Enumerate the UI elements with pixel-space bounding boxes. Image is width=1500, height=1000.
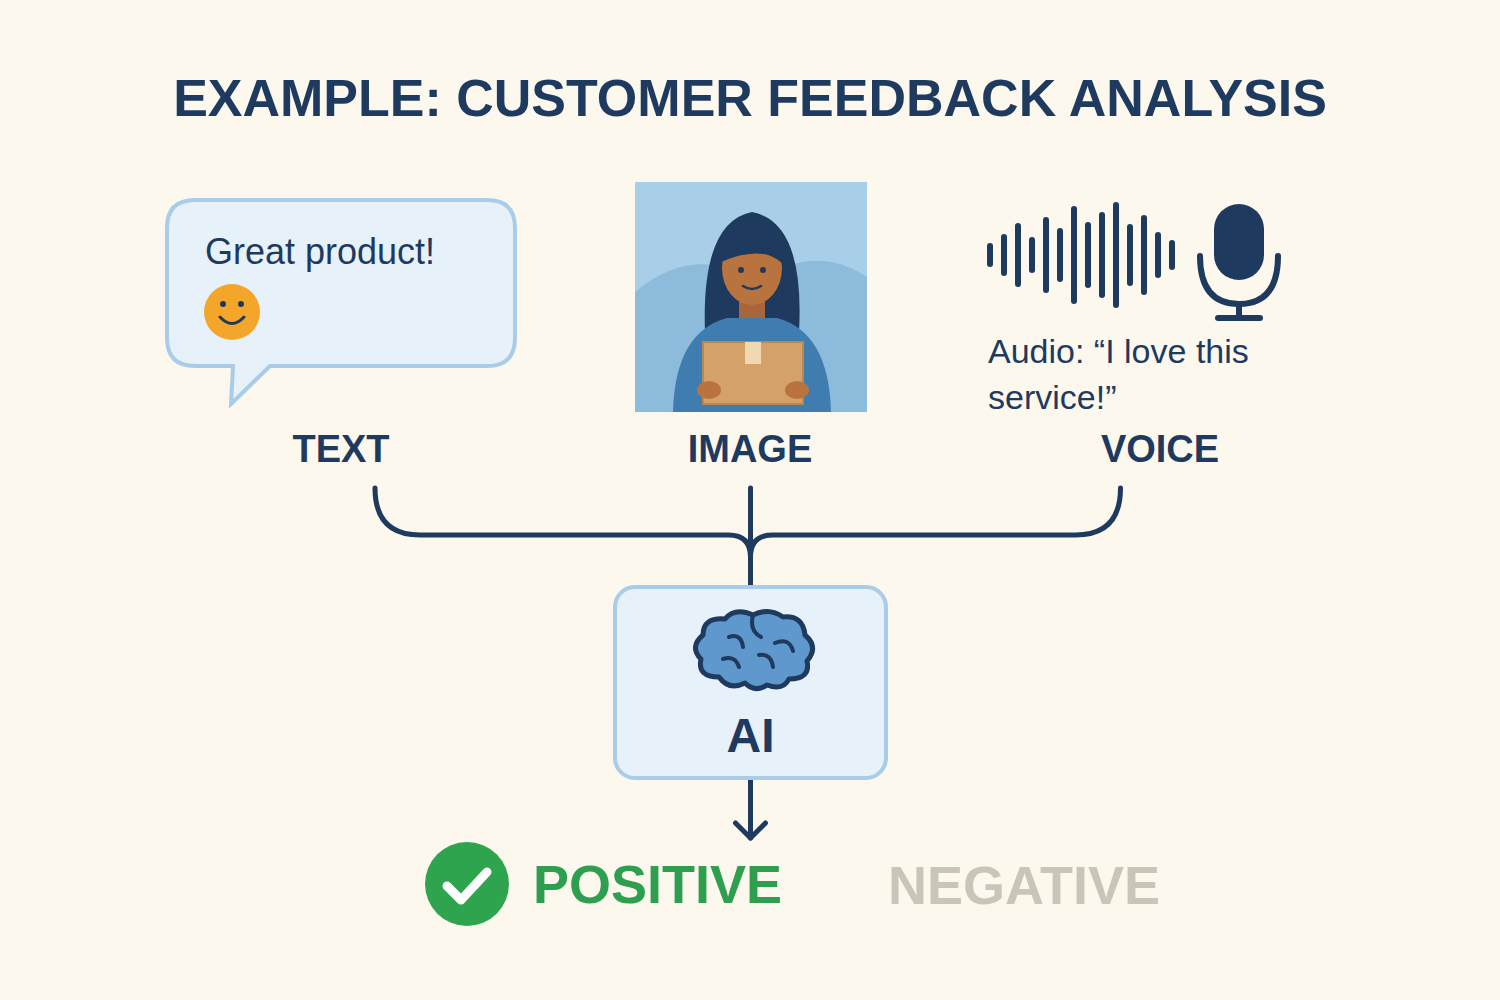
customer-illustration-part: [721, 230, 783, 264]
bubble-outline-part: [238, 301, 244, 307]
check-icon-part: [425, 842, 509, 926]
image-panel: IMAGE: [620, 182, 880, 488]
connector: [751, 488, 1121, 585]
connector-line: [375, 488, 751, 585]
audio-icon-part: [1113, 205, 1119, 305]
bubble-outline-part: [204, 284, 260, 340]
input-label-slot: IMAGE: [620, 430, 880, 468]
speech-bubble: Great product! TEXT: [165, 198, 517, 488]
customer-illustration-part: [697, 381, 721, 399]
customer-illustration-part: [705, 212, 800, 332]
audio-icon-part: [1099, 215, 1105, 295]
audio-icon-part: [1200, 256, 1278, 304]
input-label: TEXT: [292, 430, 389, 468]
diagram-title: EXAMPLE: CUSTOMER FEEDBACK ANALYSIS: [173, 72, 1327, 124]
muted-label-slot: NEGATIVE: [888, 858, 1160, 912]
ai-label: AI: [727, 712, 775, 760]
audio-quote-slot: Audio: “I love this service!”: [988, 328, 1325, 420]
brain-icon-part: [695, 611, 812, 688]
diagram-title-slot: EXAMPLE: CUSTOMER FEEDBACK ANALYSIS: [0, 72, 1500, 124]
audio-icon-part: [1043, 220, 1049, 290]
result-label-slot: POSITIVE: [533, 857, 782, 911]
input-label: IMAGE: [688, 430, 813, 468]
check-icon: [425, 842, 509, 926]
input-label-slot: VOICE: [1080, 430, 1240, 468]
audio-quote: Audio: “I love this service!”: [988, 328, 1325, 420]
audio-icon-part: [1001, 237, 1007, 273]
arrow-head: [736, 823, 766, 838]
input-label: VOICE: [1101, 430, 1219, 468]
check-icon-part: [447, 872, 487, 900]
connector-line: [751, 488, 1121, 585]
audio-icon-part: [1214, 204, 1264, 280]
audio-icon-part: [1169, 243, 1175, 267]
audio-icon-part: [1218, 315, 1260, 321]
customer-illustration-part: [738, 267, 744, 273]
customer-illustration-part: [785, 381, 809, 399]
audio-icon-part: [1015, 226, 1021, 284]
audio-icon-part: [1029, 240, 1035, 270]
customer-illustration-part: [760, 267, 766, 273]
customer-illustration: [635, 182, 867, 412]
audio-icon-part: [1155, 235, 1161, 275]
bubble-outline: [165, 198, 517, 408]
connector: [375, 488, 751, 585]
customer-illustration-part: [743, 286, 761, 289]
feedback-text-slot: Great product!: [205, 234, 435, 270]
ai-label-slot: AI: [617, 712, 884, 760]
audio-icon-part: [1127, 227, 1133, 283]
result-badge: POSITIVE: [425, 838, 782, 930]
brain-icon-part: [723, 615, 793, 667]
voice-panel: Audio: “I love this service!” VOICE: [980, 200, 1325, 488]
bubble-outline-part: [220, 301, 226, 307]
audio-icon-part: [1071, 209, 1077, 301]
connector: [736, 780, 766, 838]
audio-icon-part: [1057, 231, 1063, 279]
connector-line: [748, 780, 753, 838]
brain-icon: [689, 607, 819, 697]
customer-illustration-part: [673, 318, 831, 412]
audio-icon: [980, 200, 1325, 324]
customer-illustration-part: [635, 182, 867, 412]
muted-label: NEGATIVE: [888, 858, 1160, 912]
audio-icon-part: [1141, 218, 1147, 292]
input-label-slot: TEXT: [165, 430, 517, 468]
result-label: POSITIVE: [533, 857, 782, 911]
audio-icon-part: [1085, 225, 1091, 285]
feedback-text: Great product!: [205, 234, 435, 270]
bubble-outline-part: [220, 317, 244, 324]
ai-box: AI: [613, 585, 888, 780]
audio-icon-part: [987, 246, 993, 264]
customer-illustration-part: [745, 342, 761, 364]
bubble-outline-part: [167, 200, 515, 404]
